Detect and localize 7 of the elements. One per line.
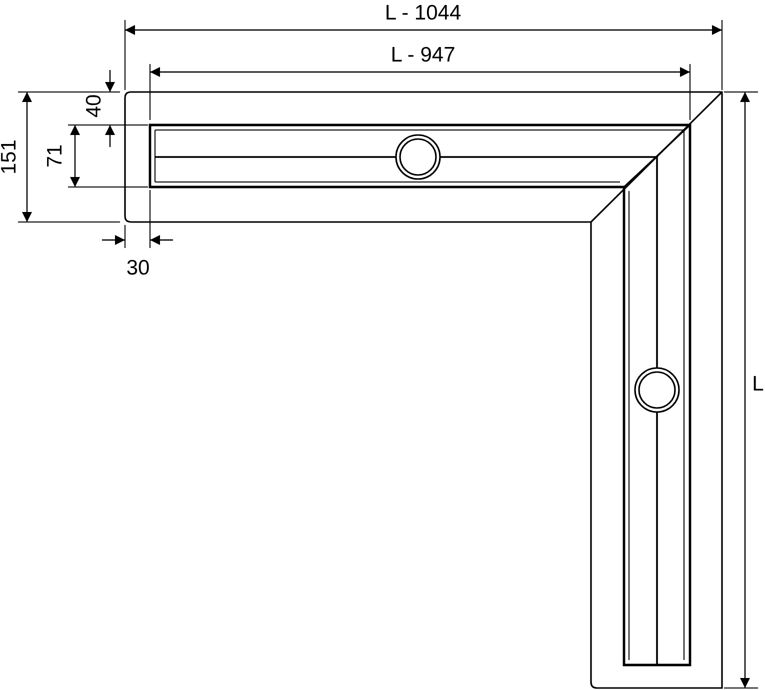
dimension-label: L - 947 xyxy=(390,44,456,66)
dimension-label: 30 xyxy=(126,258,150,278)
dimension-label: L xyxy=(752,374,764,394)
dimension-label: 71 xyxy=(44,144,66,168)
dimension-label: 40 xyxy=(84,94,104,118)
dimension-label: 151 xyxy=(0,139,20,175)
dimension-label: L - 1044 xyxy=(384,2,462,24)
